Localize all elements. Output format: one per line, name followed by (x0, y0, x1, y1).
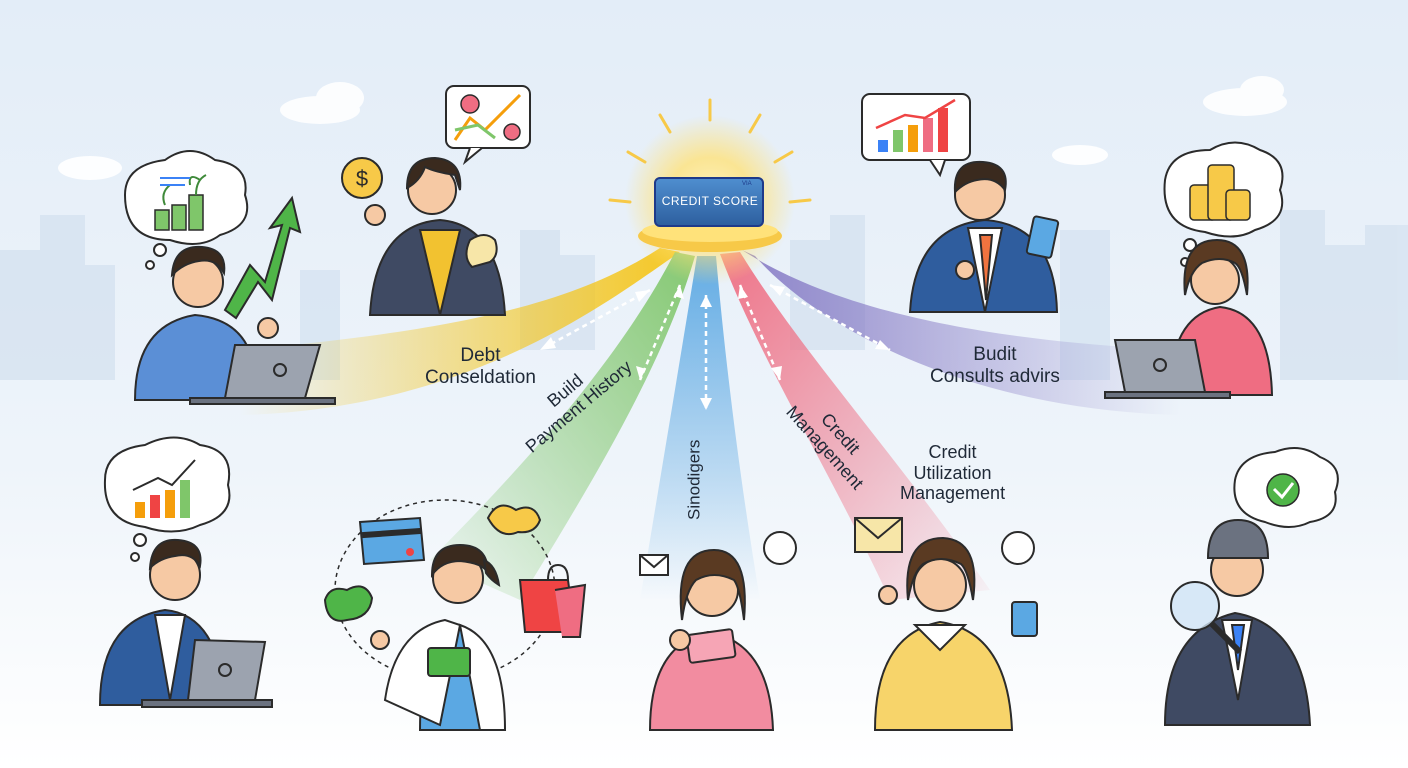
person-tablet (908, 160, 1060, 313)
credit-score-card (654, 177, 764, 227)
util-line-3: Management (900, 483, 1006, 504)
laptop-icon (223, 344, 322, 399)
person-utilization (854, 517, 1038, 731)
budit-consults-label: Budit Consults advirs (930, 344, 1060, 388)
credit-card-icon (358, 516, 426, 566)
debt-line-1: Debt (460, 345, 501, 366)
credit-ribbon (720, 252, 990, 600)
credit-score-title: CREDIT SCORE (661, 194, 759, 208)
plant-chart-icon (154, 174, 207, 231)
debt-consolidation-label: Debt Conseldation (425, 345, 536, 389)
util-line-1: Credit (928, 442, 977, 462)
sinodigers-ribbon (640, 256, 760, 600)
person-bottom-laptop (98, 538, 273, 708)
budit-line-1: Budit (973, 344, 1017, 365)
util-line-2: Utilization (913, 462, 992, 483)
person-budit-laptop (1104, 238, 1274, 399)
clouds (58, 76, 1287, 180)
flow-arrows (539, 283, 891, 410)
budit-ribbon (742, 250, 1180, 415)
credit-score-hub (608, 98, 812, 285)
budit-line-2: Consults advirs (930, 365, 1060, 387)
person-coin: $ (341, 156, 507, 316)
person-debt-laptop (133, 245, 336, 405)
business-chart-icon (875, 98, 956, 152)
coin-stack-icon (1189, 164, 1251, 221)
sinodigers-label: Sinodigers (684, 439, 704, 520)
tablet-icon (1025, 215, 1060, 259)
arrow-heads (540, 285, 890, 410)
debt-ribbon (240, 248, 680, 415)
debt-line-2: Conseldation (425, 366, 536, 388)
handshake-icon (486, 504, 542, 536)
person-payment (323, 504, 587, 731)
growth-arrow-icon (223, 195, 302, 320)
person-magnifier (1163, 518, 1312, 726)
glow-rays (608, 98, 812, 204)
check-icon (1266, 473, 1300, 507)
magnifier-icon (1170, 581, 1220, 631)
chart-icon (453, 93, 522, 141)
credit-utilization-label: Credit Utilization Management (900, 442, 1005, 504)
piggy-bank-icon (465, 234, 498, 269)
person-sinodigers (639, 531, 797, 731)
dollar-coin-icon (341, 157, 383, 199)
card-brand-mark: VIA (742, 181, 752, 187)
growth-chart-icon (132, 459, 196, 518)
svg-text:$: $ (356, 166, 368, 191)
